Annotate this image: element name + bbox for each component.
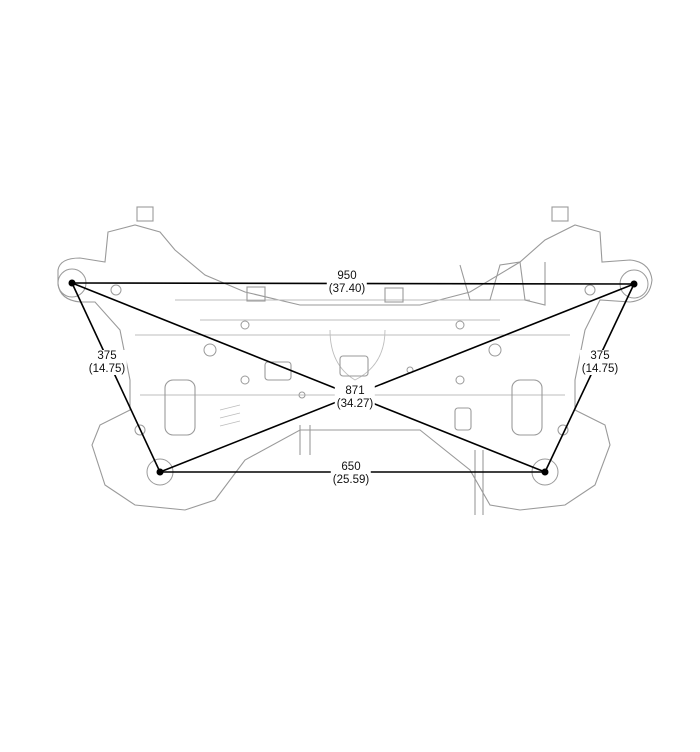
right-side-mm: 375 (590, 350, 610, 362)
bottom-width-in: (25.59) (332, 473, 370, 486)
bottom-width-mm: 650 (341, 461, 361, 473)
top-width-mm: 950 (337, 270, 357, 282)
bottom-width-label: 650 (25.59) (330, 461, 372, 486)
top-width-label: 950 (37.40) (326, 270, 368, 295)
measurement-lines (68, 279, 638, 476)
left-side-mm: 375 (97, 350, 117, 362)
left-side-in: (14.75) (88, 362, 126, 375)
right-side-in: (14.75) (581, 362, 619, 375)
diagonal-in: (34.27) (336, 397, 374, 410)
right-side-label: 375 (14.75) (579, 350, 621, 375)
left-side-label: 375 (14.75) (86, 350, 128, 375)
diagonal-label: 871 (34.27) (334, 385, 376, 410)
diagonal-mm: 871 (345, 385, 365, 397)
top-width-in: (37.40) (328, 282, 366, 295)
